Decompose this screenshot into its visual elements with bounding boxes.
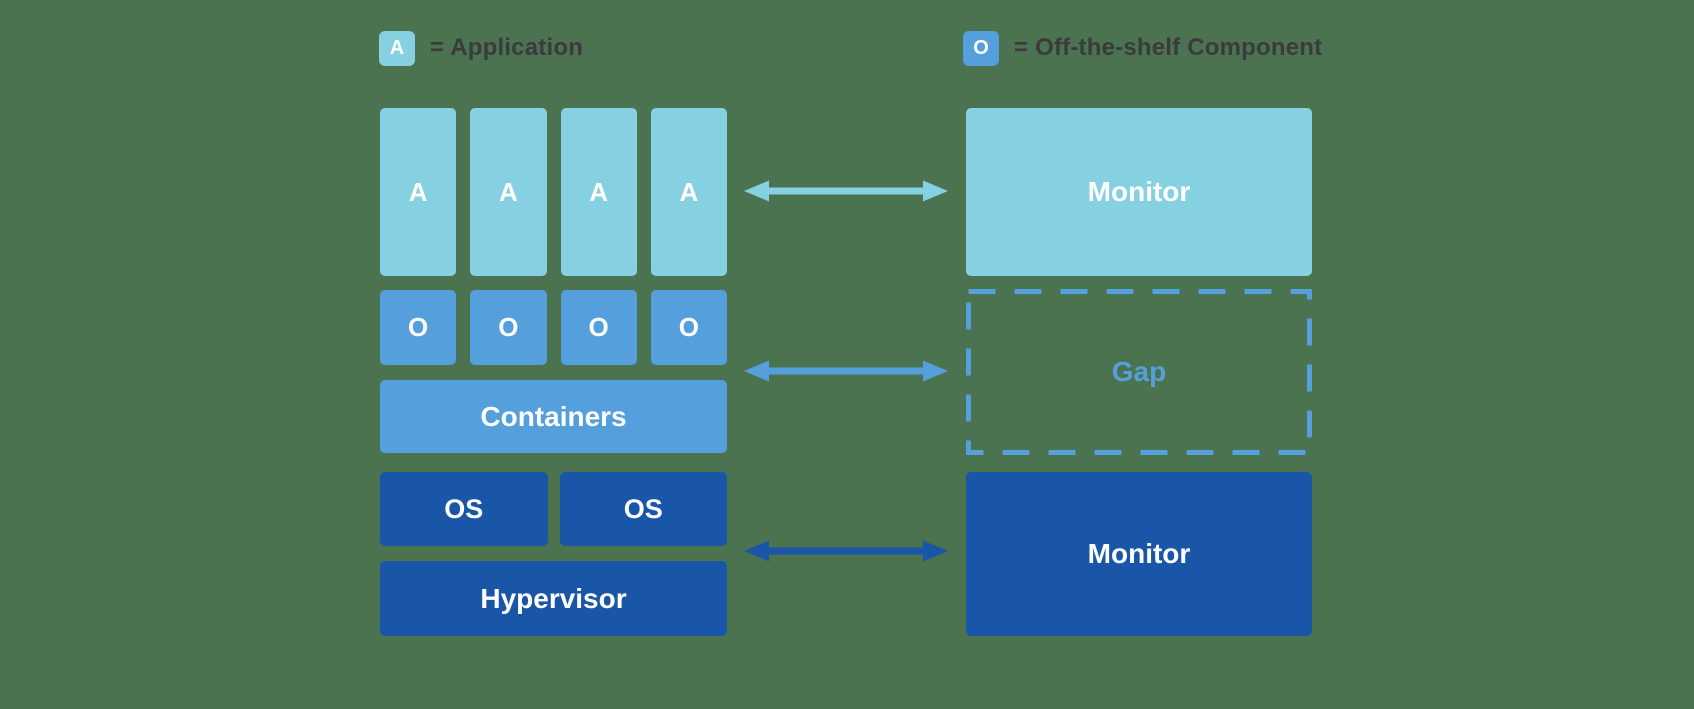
legend-off-the-shelf-label: = Off-the-shelf Component <box>1014 34 1323 61</box>
ots-box: O <box>380 290 457 365</box>
monitor-top-panel: Monitor <box>966 108 1312 276</box>
gap-dashed-border <box>966 289 1312 455</box>
app-box: A <box>470 108 547 276</box>
monitor-bottom-panel: Monitor <box>966 472 1312 636</box>
os-row: OS OS <box>380 472 727 546</box>
app-box: A <box>560 108 637 276</box>
application-chip-icon: A <box>379 30 415 66</box>
app-box: A <box>650 108 727 276</box>
off-the-shelf-chip-icon: O <box>963 30 999 66</box>
os-monitor-arrow-icon <box>744 539 948 563</box>
legend-off-the-shelf: O = Off-the-shelf Component <box>963 30 1322 66</box>
gap-label: Gap <box>1111 356 1167 387</box>
ots-box: O <box>650 290 727 365</box>
legend-application-label: = Application <box>430 34 584 61</box>
ots-box: O <box>470 290 547 365</box>
ots-box: O <box>560 290 637 365</box>
os-box: OS <box>559 472 727 546</box>
containers-bar: Containers <box>380 380 727 453</box>
gap-panel: Gap <box>966 289 1312 455</box>
legend-application: A = Application <box>379 30 583 66</box>
containers-gap-arrow-icon <box>744 359 948 383</box>
ots-row: O O O O <box>380 290 727 365</box>
os-box: OS <box>380 472 548 546</box>
application-row: A A A A <box>380 108 727 276</box>
hypervisor-bar: Hypervisor <box>380 561 727 636</box>
app-monitor-arrow-icon <box>744 179 948 203</box>
app-box: A <box>380 108 457 276</box>
